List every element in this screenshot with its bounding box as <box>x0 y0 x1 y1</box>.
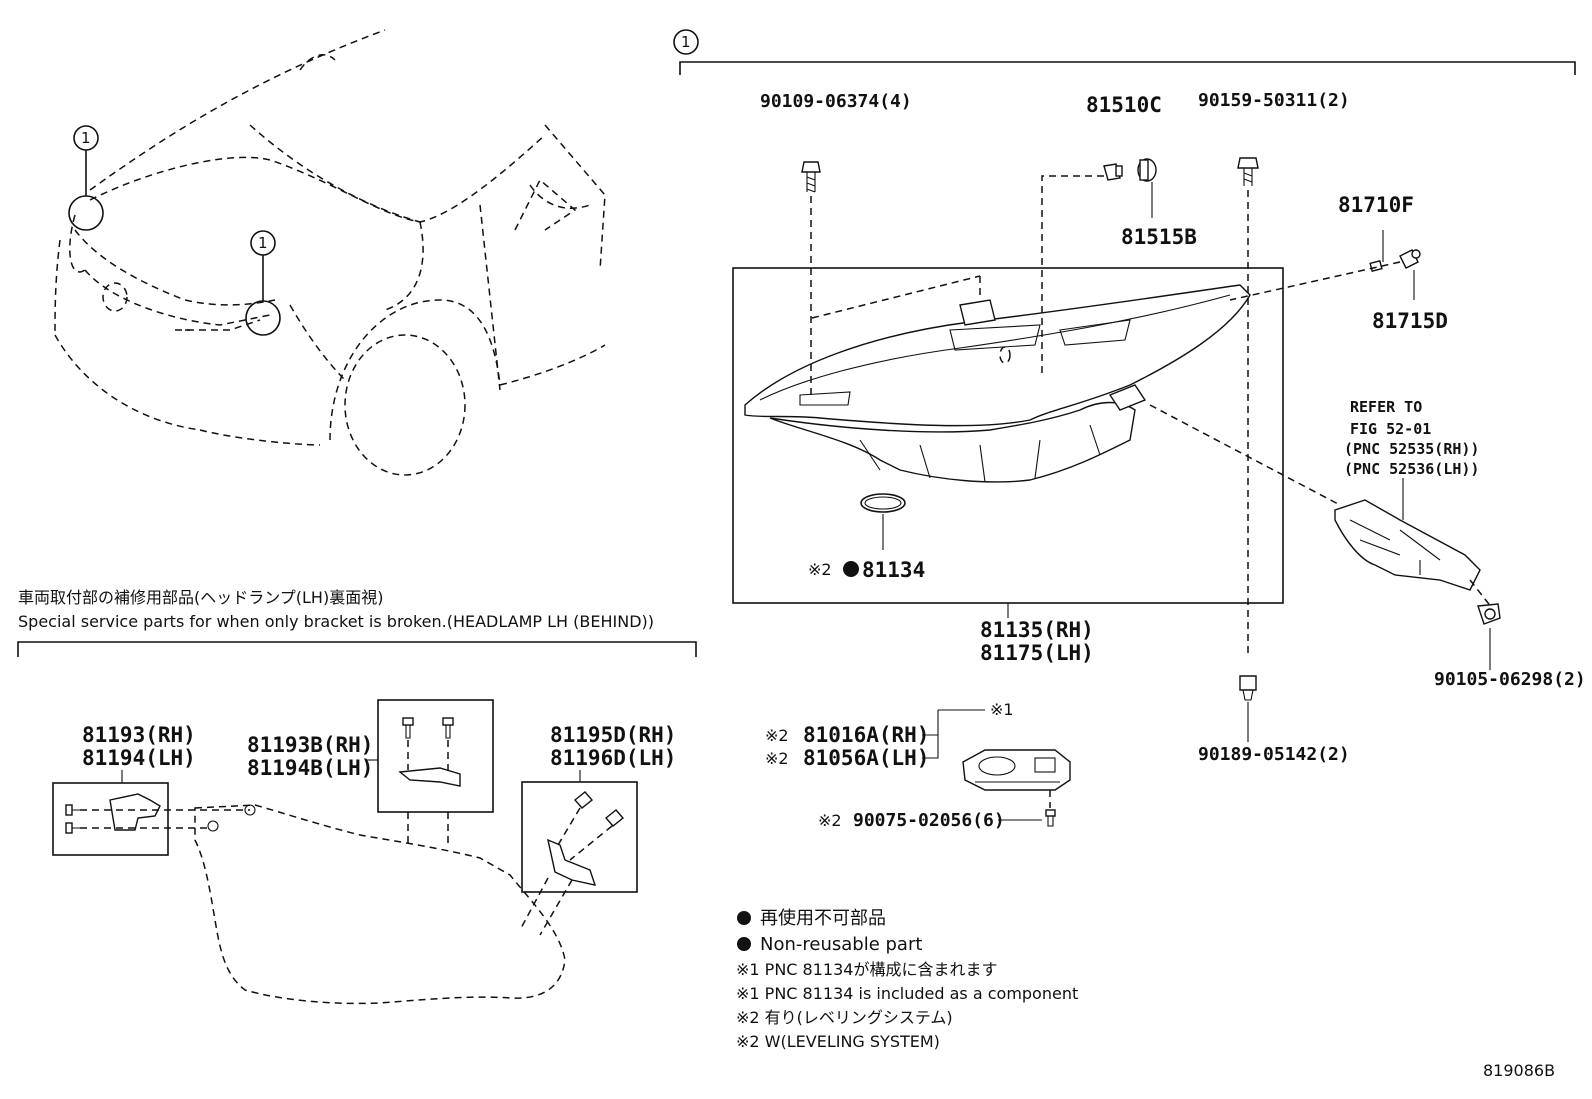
label-81194: 81194(LH) <box>82 746 196 770</box>
nut-90189-icon <box>1239 675 1257 701</box>
label-81195d: 81195D(RH) <box>550 723 676 747</box>
label-81196d: 81196D(LH) <box>550 746 676 770</box>
callout-label-main: 1 <box>681 33 691 51</box>
label-81510c: 81510C <box>1086 93 1162 117</box>
bracket-81193b-icon <box>398 717 461 787</box>
bracket-81193-box <box>52 782 169 856</box>
leveling-computer-icon <box>962 749 1071 791</box>
bulb-81515b-icon <box>1137 158 1157 182</box>
computer-rh-prefix: ※2 <box>765 726 789 745</box>
label-81175-lh: 81175(LH) <box>980 641 1094 665</box>
service-section-frame <box>17 641 697 657</box>
refer-line-2: FIG 52-01 <box>1350 420 1431 438</box>
bulb-81715d-icon <box>1399 249 1421 269</box>
bolt-90109-icon <box>801 161 821 193</box>
label-81135-rh: 81135(RH) <box>980 618 1094 642</box>
label-90189: 90189-05142(2) <box>1198 744 1350 765</box>
headlamp-position-marker-lh <box>245 300 281 336</box>
screw-90159-icon <box>1237 157 1259 186</box>
label-81193b: 81193B(RH) <box>247 733 373 757</box>
label-81194b: 81194B(LH) <box>247 756 373 780</box>
label-90159: 90159-50311(2) <box>1198 90 1350 111</box>
service-title-en: Special service parts for when only brac… <box>18 612 654 631</box>
gasket-prefix: ※2 <box>808 560 832 579</box>
headlamp-position-marker-rh <box>68 195 104 231</box>
refer-line-4: (PNC 52536(LH)) <box>1344 460 1479 478</box>
legend-dot-icon-en <box>737 937 751 951</box>
label-81134: 81134 <box>862 558 925 582</box>
screw-90075-prefix: ※2 <box>818 811 842 830</box>
label-81710f: 81710F <box>1338 193 1414 217</box>
bracket-81195d-icon <box>547 791 625 886</box>
vehicle-front-illustration: 1 1 <box>54 29 606 476</box>
legend-nonreusable-en: Non-reusable part <box>760 934 922 955</box>
label-81193: 81193(RH) <box>82 723 196 747</box>
callout-label-rh: 1 <box>81 129 91 147</box>
socket-81510c-icon <box>1103 163 1123 181</box>
headlamp-back-outline <box>194 804 566 1005</box>
label-81715d: 81715D <box>1372 309 1448 333</box>
computer-lh-prefix: ※2 <box>765 749 789 768</box>
bracket-81195d-box <box>521 781 638 893</box>
exploded-view-frame: 1 <box>673 29 1576 75</box>
legend-dot-icon-jp <box>737 911 751 925</box>
computer-ref: ※1 <box>990 700 1014 719</box>
figure-id: 819086B <box>1483 1061 1555 1080</box>
legend-note1-en: ※1 PNC 81134 is included as a component <box>736 984 1078 1003</box>
legend-note1-jp: ※1 PNC 81134が構成に含まれます <box>736 960 997 979</box>
legend-nonreusable-jp: 再使用不可部品 <box>760 908 886 929</box>
bracket-81193b-box <box>377 699 494 813</box>
label-81016a: 81016A(RH) <box>803 723 929 747</box>
refer-line-1: REFER TO <box>1350 398 1422 416</box>
service-title-jp: 車両取付部の補修用部品(ヘッドランプ(LH)裏面視) <box>18 588 383 607</box>
gasket-81134-icon <box>860 493 906 513</box>
label-90109: 90109-06374(4) <box>760 91 912 112</box>
callout-label-lh: 1 <box>258 234 268 252</box>
legend-note2-jp: ※2 有り(レベリングシステム) <box>736 1008 953 1027</box>
refer-line-3: (PNC 52535(RH)) <box>1344 440 1479 458</box>
side-bracket-icon <box>1334 499 1481 591</box>
label-90075: 90075-02056(6) <box>853 810 1005 831</box>
label-81056a: 81056A(LH) <box>803 746 929 770</box>
bolt-90105-icon <box>1477 603 1501 625</box>
legend-note2-en: ※2 W(LEVELING SYSTEM) <box>736 1032 940 1051</box>
bracket-81193-icon <box>65 793 161 834</box>
screw-90075-icon <box>1045 809 1056 827</box>
label-81515b: 81515B <box>1121 225 1197 249</box>
nonreusable-dot-icon <box>843 561 859 577</box>
headlamp-unit <box>744 275 1251 483</box>
legend: 再使用不可部品 Non-reusable part ※1 PNC 81134が構… <box>736 908 1078 1051</box>
label-90105: 90105-06298(2) <box>1434 669 1586 690</box>
socket-81710f-icon <box>1369 259 1383 273</box>
